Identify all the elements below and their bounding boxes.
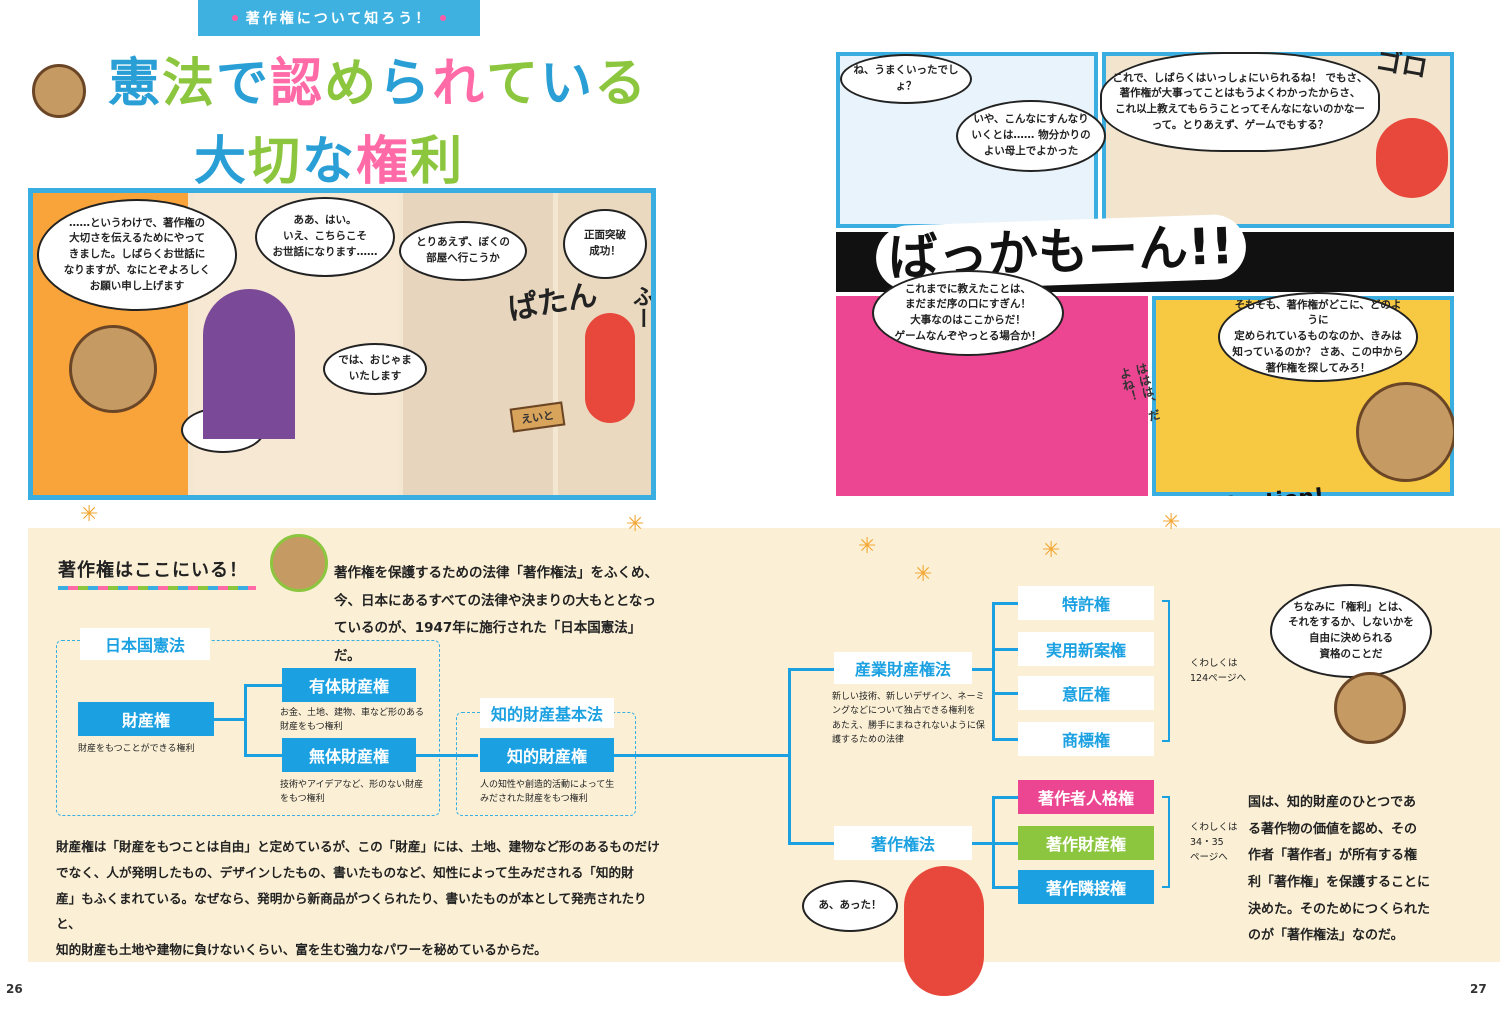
utility-model-right-box: 実用新案権 (1018, 632, 1154, 666)
connector-line (992, 692, 1018, 695)
constitution-group (56, 640, 440, 816)
speech-bubble: ……というわけで、著作権の 大切さを伝えるためにやって きました。しばらくお世話… (37, 199, 237, 311)
speech-bubble: 正面突破 成功！ (563, 209, 647, 279)
intangible-property-box: 無体財産権 (282, 738, 416, 772)
speech-bubble: いや、こんなにすんなり いくとは…… 物分かりの よい母上でよかった (956, 100, 1106, 172)
boy-character-icon (1376, 118, 1448, 198)
connector-line (992, 842, 1018, 845)
left-comic-strip: ……というわけで、著作権の 大切さを伝えるためにやって きました。しばらくお世話… (28, 188, 656, 500)
section-title: 著作権はここにいる！ (58, 560, 248, 581)
sparkle-icon: ✳ (626, 512, 645, 537)
boy-character-icon (585, 313, 635, 423)
moral-rights-box: 著作者人格権 (1018, 780, 1154, 814)
industrial-page-reference: くわしくは 124ページへ (1190, 658, 1246, 685)
sparkle-icon: ✳ (1162, 510, 1181, 535)
speech-bubble: あ、あった！ (802, 880, 898, 932)
property-right-box: 財産権 (78, 702, 214, 736)
speech-bubble: とりあえず、ぼくの 部屋へ行こうか (399, 221, 527, 281)
speech-bubble: これまでに教えたことは、 まだまだ序の口にすぎん！ 大事なのはここからだ！ ゲー… (872, 270, 1064, 356)
connector-line (992, 648, 1018, 651)
section-underline (58, 586, 256, 590)
ip-right-box: 知的財産権 (480, 738, 614, 772)
dog-character-icon (1334, 672, 1406, 744)
connector-line (992, 796, 1018, 799)
mother-character-icon (203, 289, 295, 439)
sparkle-icon: ✳ (858, 534, 877, 559)
right-comic-strip: ね、うまくいったでしょ？ いや、こんなにすんなり いくとは…… 物分かりの よい… (836, 52, 1454, 496)
bracket (1162, 796, 1170, 888)
connector-line (214, 718, 246, 721)
speech-bubble: ね、うまくいったでしょ？ (840, 54, 972, 104)
connector-line (992, 886, 1018, 889)
design-right-box: 意匠権 (1018, 676, 1154, 710)
chapter-tab: 著作権について知ろう！ (198, 0, 480, 36)
tangible-property-note: お金、土地、建物、車など形のある 財産をもつ権利 (280, 708, 425, 733)
connector-line (614, 754, 790, 757)
sparkle-icon: ✳ (1042, 538, 1061, 563)
page-title-line1: 憲法で認められている (108, 54, 649, 114)
sparkle-icon: ✳ (914, 562, 933, 587)
connector-line (788, 668, 834, 671)
connector-line (972, 668, 994, 671)
copyright-page-reference: くわしくは 34・35 ページへ (1190, 822, 1238, 864)
page-title-line2: 大切な権利 (194, 132, 465, 192)
bracket (1162, 600, 1170, 742)
connector-line (244, 684, 282, 687)
ip-right-note: 人の知性や創造的活動によって生 みだされた財産をもつ権利 (480, 780, 615, 805)
trademark-right-box: 商標権 (1018, 722, 1154, 756)
intro-text: 著作権を保護するための法律「著作権法」をふくめ、 今、日本にあるすべての法律や決… (334, 565, 658, 665)
connector-line (788, 668, 791, 844)
connector-line (992, 738, 1018, 741)
speech-bubble: これで、しばらくはいっしょにいられるね！ でもさ、 著作権が大事ってことはもうよ… (1100, 52, 1380, 152)
patent-right-box: 特許権 (1018, 586, 1154, 620)
page-number-right: 27 (1470, 982, 1487, 996)
sparkle-icon: ✳ (80, 502, 99, 527)
body-text: 財産権は「財産をもつことは自由」と定めているが、この「財産」には、土地、建物など… (56, 839, 660, 958)
dog-mascot-icon (270, 534, 328, 592)
boy-character-icon (904, 866, 984, 996)
speech-bubble: では、おじゃま いたします (323, 343, 427, 395)
connector-line (244, 684, 247, 756)
economic-rights-box: 著作財産権 (1018, 826, 1154, 860)
neighboring-rights-box: 著作隣接権 (1018, 870, 1154, 904)
intangible-property-note: 技術やアイデアなど、形のない財産 をもつ権利 (280, 780, 424, 805)
dog-mascot-icon (32, 64, 86, 118)
connector-line (416, 754, 478, 757)
constitution-box: 日本国憲法 (80, 628, 210, 660)
speech-bubble: ああ、はい。 いえ、こちらこそ お世話になります…… (255, 197, 395, 277)
side-explanation-text: 国は、知的財産のひとつであ る著作物の価値を認め、その 作者「著作者」が所有する… (1248, 795, 1431, 944)
tangible-property-box: 有体財産権 (282, 668, 416, 702)
sound-effect: ふー (629, 285, 654, 329)
speech-bubble: そもそも、著作権がどこに、どのように 定められているものなのか、きみは 知ってい… (1218, 292, 1418, 382)
connector-line (972, 842, 994, 845)
connector-line (992, 602, 1018, 605)
info-panel (28, 528, 1500, 962)
connector-line (992, 602, 995, 740)
ip-basic-law-box: 知的財産基本法 (480, 698, 614, 728)
industrial-property-note: 新しい技術、新しいデザイン、ネーミ ングなどについて独占できる権利を あたえ、勝… (832, 692, 985, 746)
speech-bubble: ちなみに「権利」とは、 それをするか、しないかを 自由に決められる 資格のことだ (1270, 584, 1432, 678)
connector-line (244, 754, 282, 757)
property-right-note: 財産をもつことができる権利 (78, 744, 195, 754)
industrial-property-law-box: 産業財産権法 (834, 652, 972, 684)
page-number-left: 26 (6, 982, 23, 996)
dog-character-icon (69, 325, 157, 413)
chapter-tab-label: 著作権について知ろう！ (245, 11, 433, 27)
copyright-law-box: 著作権法 (834, 826, 972, 860)
dog-character-icon (1356, 382, 1454, 482)
connector-line (788, 842, 834, 845)
